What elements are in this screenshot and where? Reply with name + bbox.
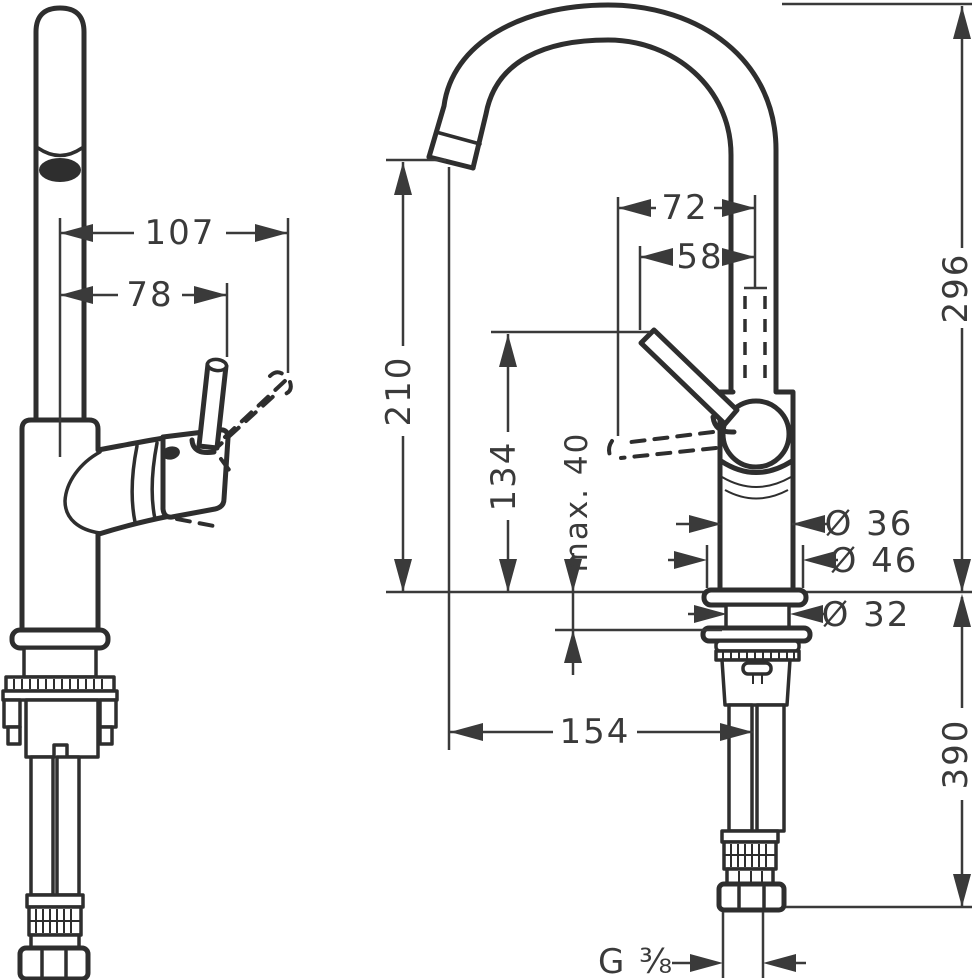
dimension-58: 58 — [638, 237, 755, 330]
front-t-screw-prongs — [752, 674, 763, 684]
dimension-dia-36: Ø 36 — [676, 504, 914, 544]
front-spout-aerator-band — [434, 130, 482, 146]
side-body-contour — [63, 450, 102, 535]
front-cartridge-ring-2 — [721, 476, 792, 488]
side-tab-left-lower — [6, 725, 22, 746]
side-set-screw — [162, 446, 180, 460]
side-supply-hose-2 — [55, 755, 81, 897]
dim-label-72: 72 — [661, 188, 708, 228]
side-supply-hose-1 — [29, 755, 55, 897]
dimension-dia-32: Ø 32 — [688, 595, 911, 635]
front-spout-inner — [470, 37, 734, 395]
side-view — [1, 5, 293, 980]
side-aerator-arc — [36, 146, 84, 158]
front-lever-dashed-position — [607, 430, 718, 461]
front-spout-outer — [426, 2, 779, 395]
side-lever-dashed-position — [175, 370, 293, 528]
front-t-screw — [741, 661, 773, 676]
front-internal-hose-dashed — [743, 296, 767, 388]
front-connection-nut — [716, 881, 787, 913]
side-thread-hatching — [13, 679, 103, 689]
side-tab-left — [2, 698, 22, 729]
front-braided-section — [720, 829, 780, 886]
dim-label-296: 296 — [936, 253, 976, 324]
dimension-thread-g38: G ⅜ — [598, 912, 806, 980]
side-mounting-block — [24, 698, 100, 759]
side-cartridge-grooves — [130, 441, 159, 524]
side-tab-right — [98, 698, 118, 729]
front-lever-socket — [710, 414, 737, 435]
dimension-72: 72 — [616, 188, 755, 436]
dim-label-78: 78 — [126, 275, 173, 315]
dim-label-dia-36: Ø 36 — [825, 504, 914, 544]
side-aerator-opening — [39, 158, 81, 182]
dim-label-107: 107 — [145, 213, 216, 253]
front-spout-centerline — [744, 195, 767, 290]
front-thread-hatching — [722, 652, 795, 659]
front-spout-outlet-edge — [426, 154, 476, 171]
front-shank — [724, 603, 791, 630]
front-base-flange — [701, 587, 809, 608]
dim-label-dia-32: Ø 32 — [822, 595, 911, 635]
dimension-296: 296 — [782, 2, 976, 592]
front-supply-hose-1 — [727, 703, 754, 833]
side-tab-right-lower — [98, 725, 114, 746]
dimension-dia-46: Ø 46 — [668, 541, 919, 588]
dimension-390: 390 — [786, 594, 976, 909]
side-lever-cap — [205, 357, 229, 373]
front-supply-hose-2 — [755, 703, 786, 833]
front-view — [426, 2, 813, 913]
dim-label-154: 154 — [560, 712, 631, 752]
dimension-134: 134 — [484, 330, 650, 592]
side-braided-section — [25, 893, 85, 950]
dim-label-134: 134 — [484, 441, 524, 512]
dimension-154: 154 — [447, 167, 753, 752]
dim-label-dia-46: Ø 46 — [830, 541, 919, 581]
front-lever-rod — [638, 327, 740, 427]
front-body-outline — [717, 389, 796, 600]
side-base-flange — [9, 627, 111, 651]
dimension-210: 210 — [379, 158, 446, 592]
front-cartridge-dome — [720, 398, 792, 470]
side-connection-nut — [17, 945, 91, 980]
side-base-neck — [22, 646, 98, 679]
dim-label-max-40: max. 40 — [559, 432, 595, 573]
front-cartridge-ring-3 — [724, 489, 789, 500]
dim-label-thread: G ⅜ — [598, 942, 674, 980]
front-cartridge-ring-1 — [718, 458, 795, 475]
dim-label-58: 58 — [676, 237, 723, 277]
dim-label-390: 390 — [936, 719, 976, 790]
dimension-max-40: max. 40 — [555, 432, 722, 675]
dimension-107: 107 — [58, 213, 290, 457]
dimension-annotations: 107 78 72 58 — [58, 2, 976, 980]
front-mounting-block — [720, 658, 792, 707]
dim-label-210: 210 — [379, 356, 419, 427]
dimension-78: 78 — [60, 275, 229, 357]
